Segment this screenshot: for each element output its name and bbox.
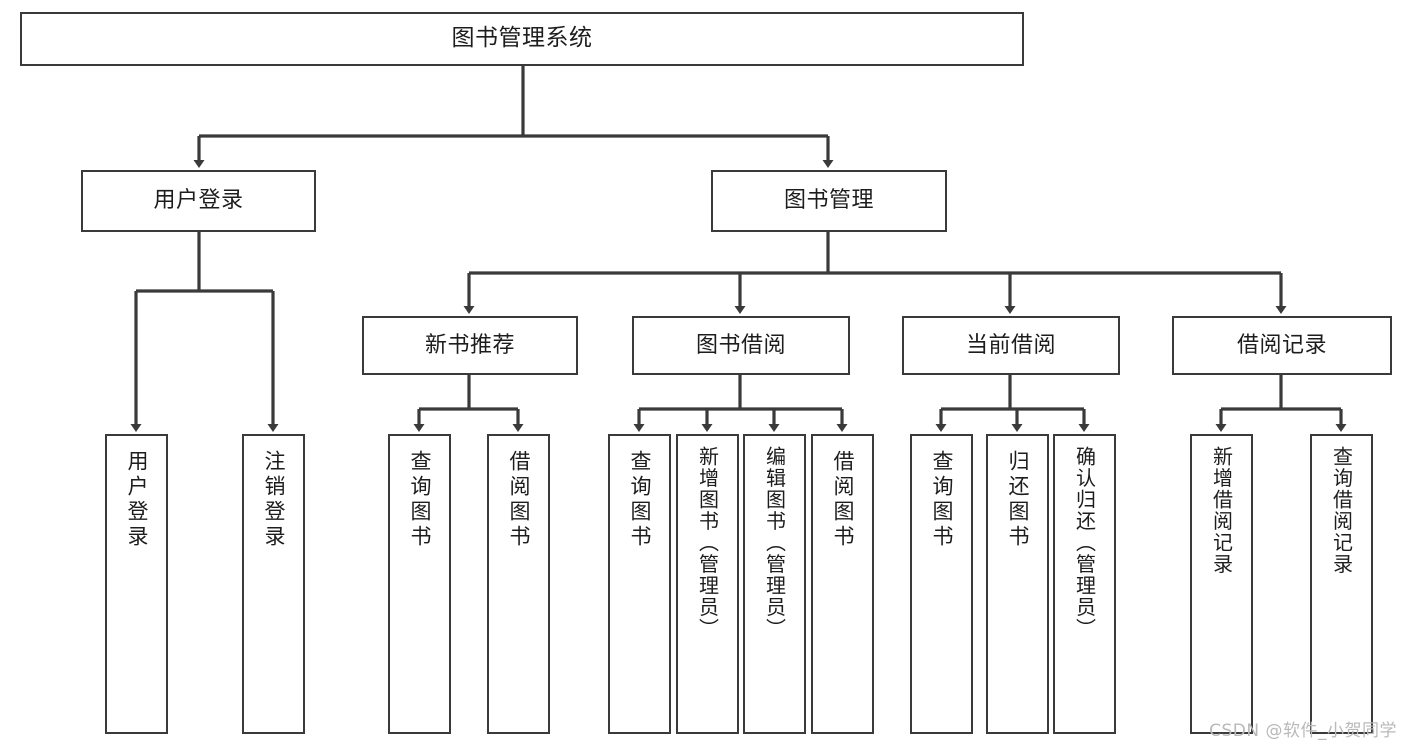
leaf-add-book-admin[interactable]: 新增图书（管理员） (676, 434, 739, 734)
node-label: 归还图书 (1006, 450, 1030, 550)
node-label: 图书管理 (783, 188, 874, 214)
node-label: 用户登录 (153, 188, 244, 214)
leaf-user-login[interactable]: 用户登录 (105, 434, 168, 734)
node-label: 借阅图书 (831, 450, 855, 550)
leaf-logout[interactable]: 注销登录 (242, 434, 305, 734)
leaf-query-book-borrow[interactable]: 查询图书 (608, 434, 671, 734)
leaf-lend-book[interactable]: 借阅图书 (811, 434, 874, 734)
leaf-add-borrow-record[interactable]: 新增借阅记录 (1190, 434, 1253, 734)
leaf-borrow-book-newbook[interactable]: 借阅图书 (487, 434, 550, 734)
node-label: 图书借阅 (695, 332, 786, 358)
node-label: 借阅图书 (507, 450, 531, 550)
node-label: 查询图书 (408, 450, 432, 550)
node-label: 确认归还（管理员） (1072, 446, 1097, 640)
node-label: 新书推荐 (424, 332, 515, 358)
node-label: 新增图书（管理员） (695, 446, 720, 640)
node-label: 新增借阅记录 (1209, 446, 1234, 575)
node-label: 图书管理系统 (451, 25, 593, 52)
leaf-query-borrow-record[interactable]: 查询借阅记录 (1310, 434, 1373, 734)
leaf-confirm-return-admin[interactable]: 确认归还（管理员） (1053, 434, 1116, 734)
node-root-system[interactable]: 图书管理系统 (20, 12, 1024, 66)
leaf-query-book-current[interactable]: 查询图书 (910, 434, 973, 734)
node-borrow-record[interactable]: 借阅记录 (1172, 316, 1392, 375)
node-label: 借阅记录 (1236, 332, 1327, 358)
node-book-borrow[interactable]: 图书借阅 (632, 316, 850, 375)
leaf-query-book-newbook[interactable]: 查询图书 (388, 434, 451, 734)
node-label: 编辑图书（管理员） (762, 446, 787, 640)
node-label: 查询图书 (628, 450, 652, 550)
node-label: 用户登录 (125, 450, 149, 550)
node-current-borrow[interactable]: 当前借阅 (902, 316, 1120, 375)
node-new-book-recommend[interactable]: 新书推荐 (362, 316, 578, 375)
node-label: 查询借阅记录 (1329, 446, 1354, 575)
node-label: 当前借阅 (965, 332, 1056, 358)
node-book-management[interactable]: 图书管理 (711, 170, 947, 232)
leaf-edit-book-admin[interactable]: 编辑图书（管理员） (743, 434, 806, 734)
node-label: 查询图书 (930, 450, 954, 550)
node-label: 注销登录 (262, 450, 286, 550)
watermark-text: CSDN @软件_小贺同学 (1209, 721, 1397, 741)
leaf-return-book[interactable]: 归还图书 (986, 434, 1049, 734)
node-user-login[interactable]: 用户登录 (81, 170, 316, 232)
